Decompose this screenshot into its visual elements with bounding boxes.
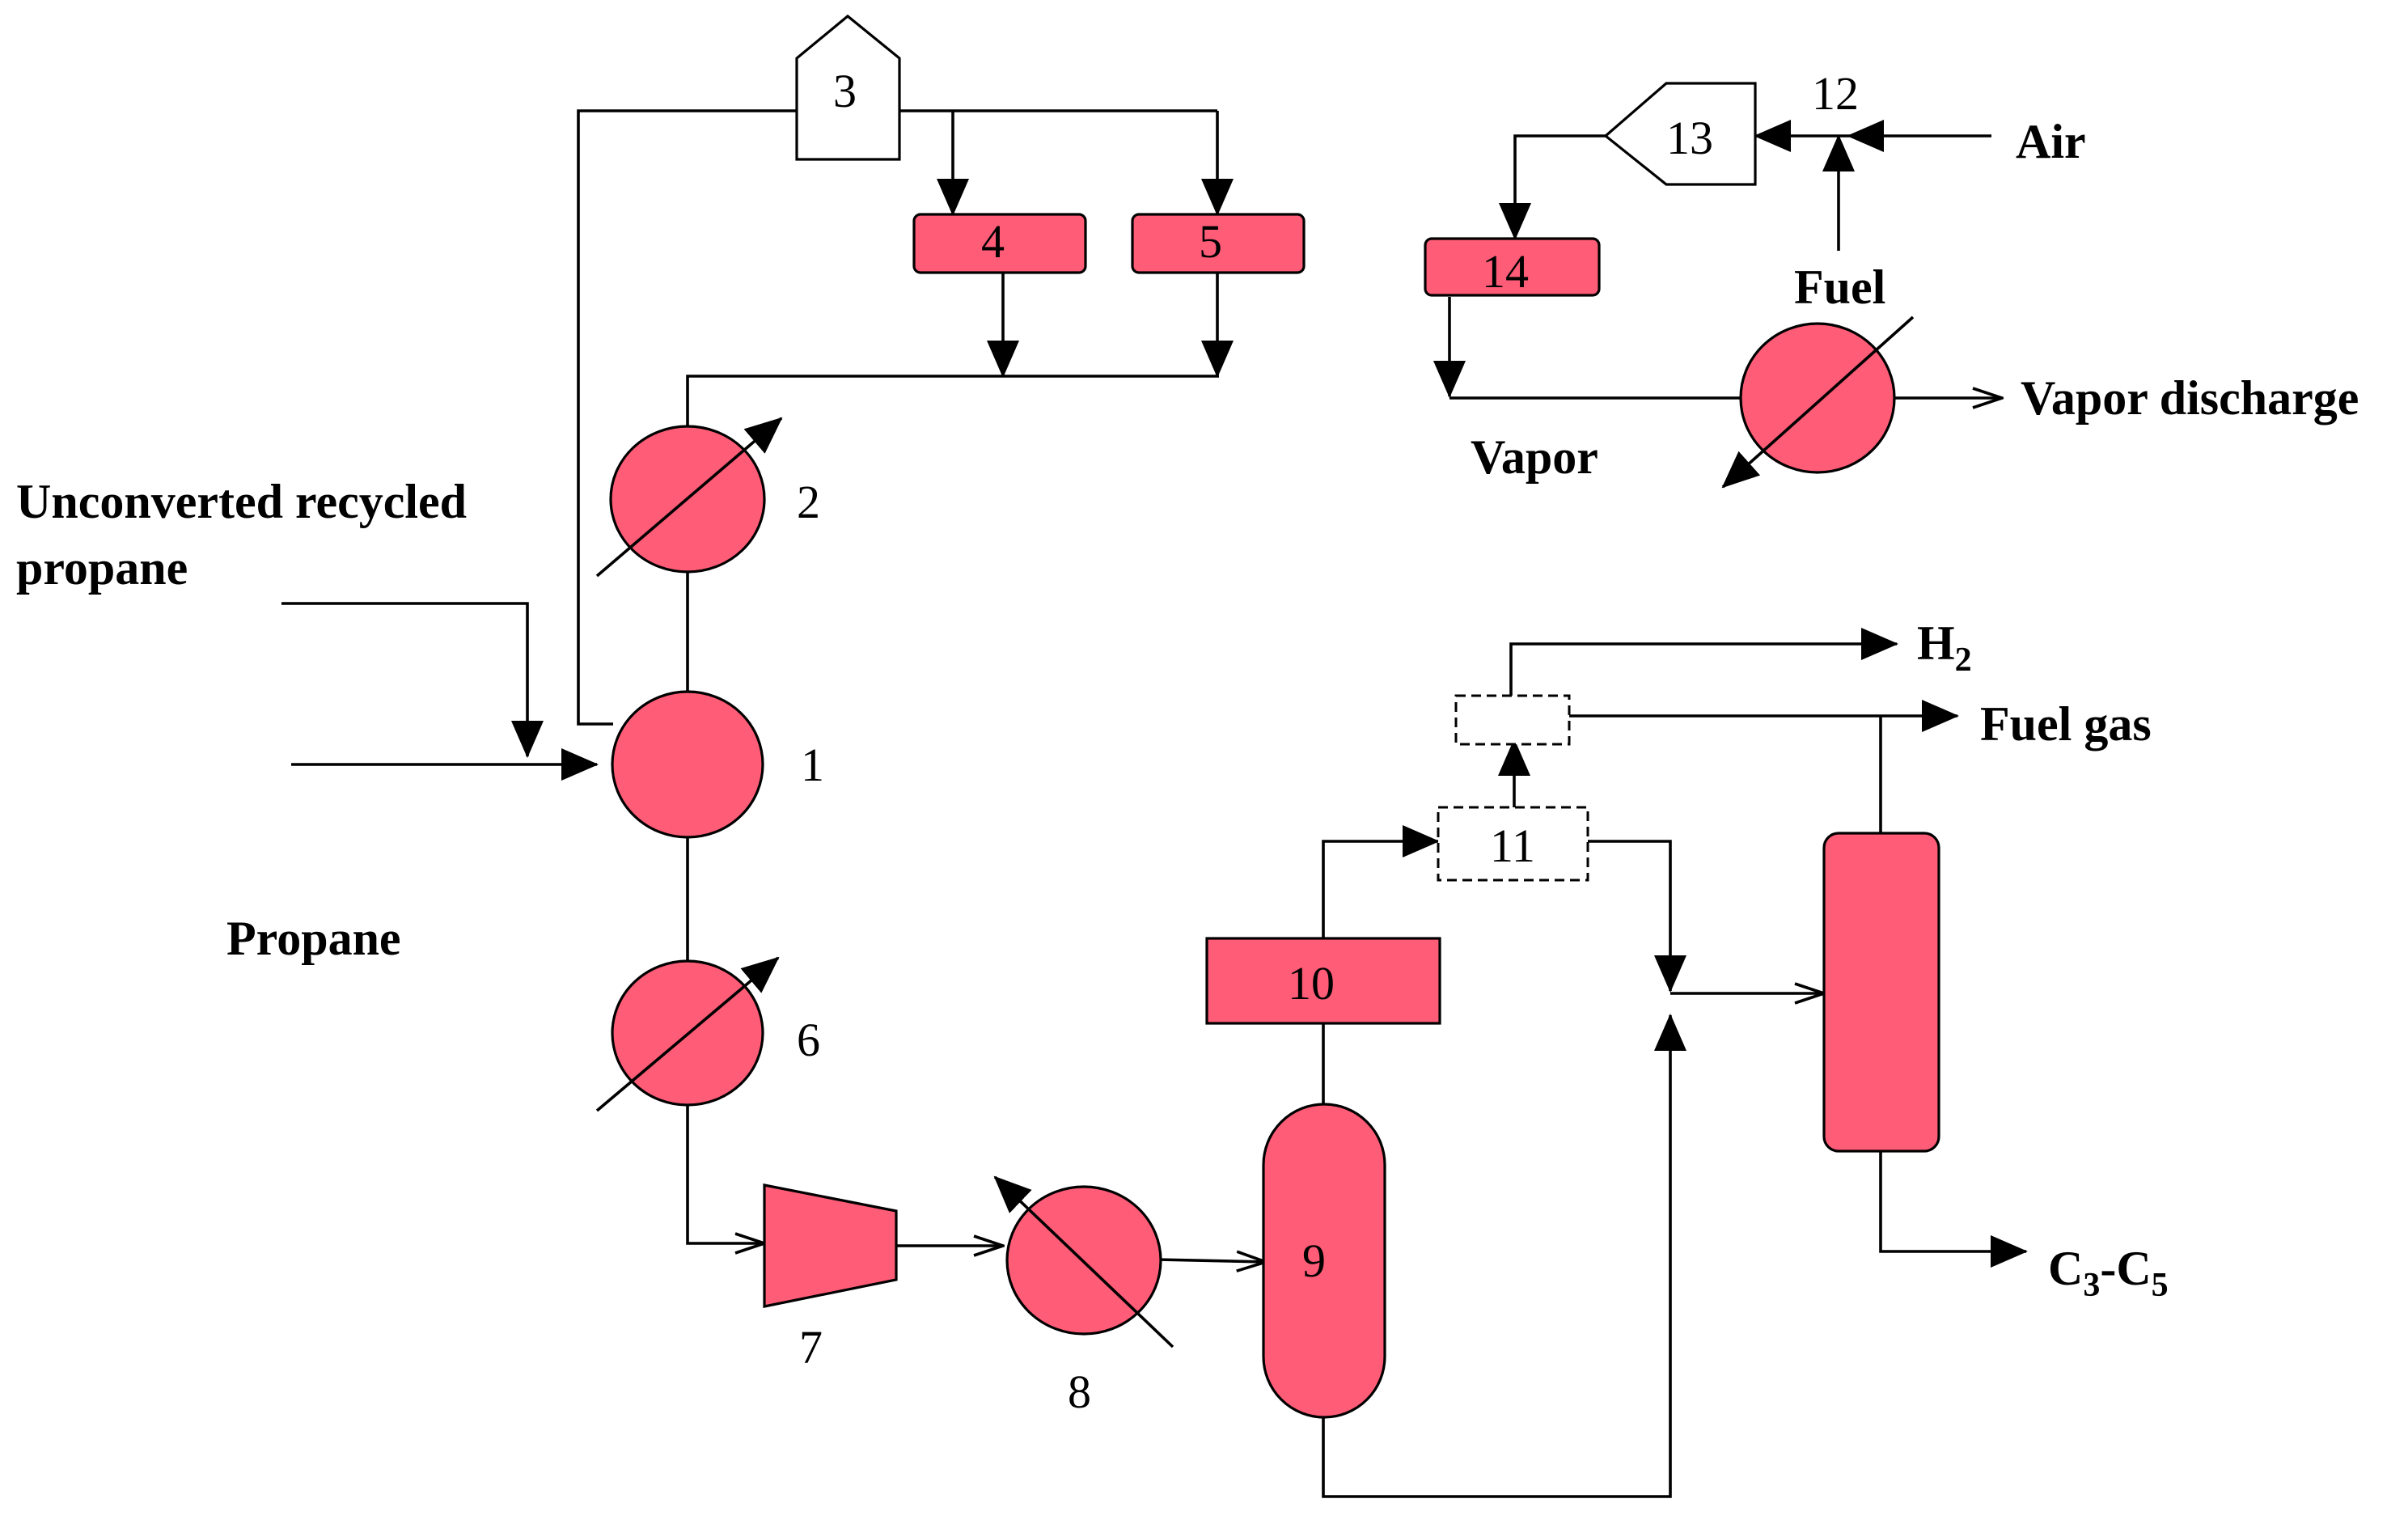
equipment-11-separator bbox=[1437, 806, 1589, 882]
label-c-mid: -C bbox=[2100, 1242, 2151, 1295]
label-air: Air bbox=[2016, 115, 2086, 168]
recycled-propane-line bbox=[281, 602, 544, 758]
number-14: 14 bbox=[1482, 245, 1529, 298]
label-fuel-gas: Fuel gas bbox=[1980, 697, 2152, 751]
equipment-4-unit bbox=[912, 213, 1087, 274]
number-5: 5 bbox=[1199, 215, 1222, 268]
number-11: 11 bbox=[1490, 819, 1535, 872]
stream-lines bbox=[281, 109, 2028, 1498]
vapor-exchanger-arrow bbox=[1721, 315, 1915, 489]
equipment bbox=[595, 14, 1940, 1419]
equipment-5-unit bbox=[1131, 213, 1306, 274]
equipment-9-reactor bbox=[1262, 1103, 1386, 1419]
number-2: 2 bbox=[797, 476, 820, 528]
line-2-to-header bbox=[686, 375, 1219, 427]
line-1-to-3 bbox=[577, 109, 797, 726]
number-3: 3 bbox=[833, 65, 857, 117]
line-6-to-7 bbox=[686, 1104, 764, 1243]
equipment-1-vessel bbox=[611, 690, 764, 839]
line-9-bottom bbox=[1322, 1014, 1686, 1498]
line-8-to-9 bbox=[1156, 1260, 1266, 1262]
line-11-right bbox=[1588, 840, 1686, 993]
line-h2 bbox=[1509, 628, 1898, 697]
number-8: 8 bbox=[1068, 1365, 1091, 1418]
exchanger-8-arrow bbox=[993, 1175, 1174, 1349]
equipment-14-unit bbox=[1424, 237, 1601, 297]
line-10-to-11 bbox=[1322, 825, 1440, 938]
label-h2-base: H bbox=[1917, 616, 1955, 670]
line-13-to-14 bbox=[1499, 134, 1606, 240]
label-vapor-discharge: Vapor discharge bbox=[2021, 371, 2359, 425]
stream-labels: Unconverted recycled propane Propane Air… bbox=[16, 115, 2359, 1304]
equipment-13-blower bbox=[1603, 82, 1757, 186]
line-c3-c5 bbox=[1879, 1151, 2028, 1268]
number-9: 9 bbox=[1302, 1234, 1326, 1287]
label-unconverted-line1: Unconverted recycled bbox=[16, 475, 467, 528]
exchanger-6-arrow bbox=[595, 956, 780, 1112]
label-c3-base: C bbox=[2048, 1242, 2083, 1295]
label-c3-c5: C3-C5 bbox=[2048, 1242, 2169, 1304]
equipment-numbers: 1 2 3 4 5 6 7 8 9 10 11 12 13 14 bbox=[797, 65, 1859, 1418]
number-4: 4 bbox=[981, 215, 1005, 268]
distillation-column bbox=[1822, 832, 1940, 1153]
equipment-3-separator bbox=[795, 14, 901, 161]
number-1: 1 bbox=[801, 739, 824, 791]
number-12: 12 bbox=[1812, 67, 1859, 120]
equipment-10-unit bbox=[1205, 937, 1441, 1025]
label-c3-sub: 3 bbox=[2083, 1267, 2100, 1304]
label-h2-sub: 2 bbox=[1955, 641, 1972, 679]
upper-dashed-box bbox=[1454, 694, 1571, 746]
equipment-7-compressor bbox=[763, 1183, 898, 1308]
number-6: 6 bbox=[797, 1014, 820, 1066]
number-7: 7 bbox=[799, 1321, 823, 1374]
label-h2: H2 bbox=[1917, 616, 1972, 679]
exchanger-2-arrow bbox=[595, 417, 783, 578]
number-13: 13 bbox=[1666, 112, 1713, 164]
label-c5-sub: 5 bbox=[2152, 1267, 2169, 1304]
number-10: 10 bbox=[1288, 957, 1335, 1010]
label-vapor: Vapor bbox=[1471, 430, 1598, 484]
label-propane: Propane bbox=[226, 912, 401, 965]
label-fuel: Fuel bbox=[1794, 260, 1885, 314]
label-unconverted-line2: propane bbox=[16, 541, 188, 595]
